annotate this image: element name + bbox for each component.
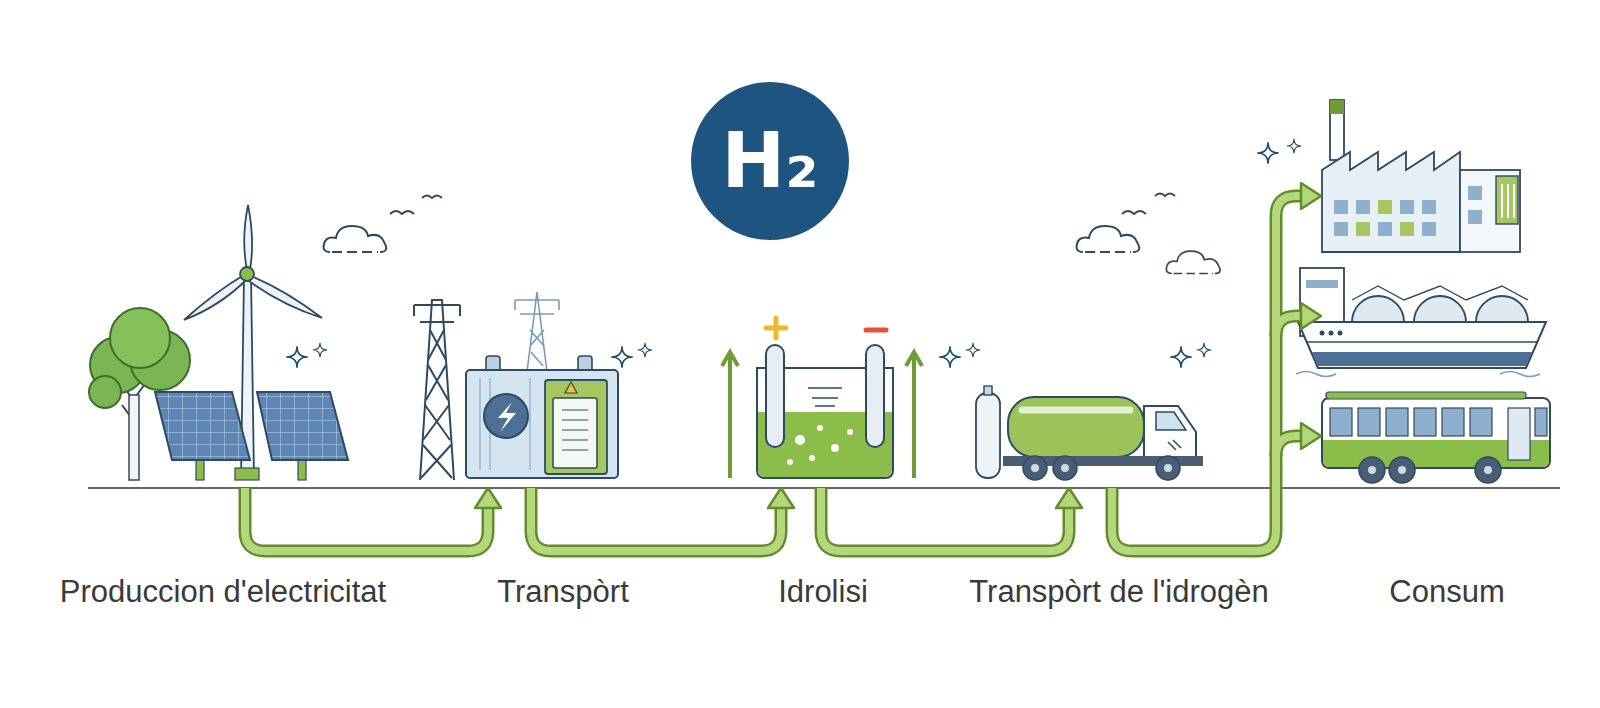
solar-panels (155, 392, 348, 480)
flow-arrow (1112, 196, 1301, 551)
h2-circle: H₂ (691, 82, 849, 240)
stage-area: Consum (1321, 96, 1557, 488)
stage-area: Transpòrt de l'idrogèn (955, 380, 1225, 488)
flow-arrow (1112, 196, 1301, 551)
flow-arrow (1276, 316, 1301, 336)
flow-arrow (1276, 436, 1301, 456)
flow-arrow (821, 488, 1069, 551)
flow-arrow (475, 488, 501, 508)
bus (1322, 392, 1550, 483)
flow-arrow (1301, 423, 1321, 449)
cloud (324, 226, 387, 252)
cloud (1166, 251, 1220, 273)
flow-arrow (245, 488, 488, 551)
stage-label: Idrolisi (778, 574, 868, 610)
cloud (1077, 226, 1140, 252)
flow-arrow (531, 488, 781, 551)
stage-label: Produccion d'electricitat (60, 574, 386, 610)
flow-arrow (1301, 183, 1321, 209)
transformer (466, 356, 618, 478)
flow-arrow (768, 488, 794, 508)
flow-arrow (531, 488, 781, 551)
factory (1322, 100, 1520, 252)
stage-label: Consum (1389, 574, 1504, 610)
flow-arrow (1056, 488, 1082, 508)
flow-arrow (245, 488, 488, 551)
flow-arrow (1301, 303, 1321, 329)
stage-area: Transpòrt (414, 290, 622, 488)
flow-arrow (1276, 316, 1301, 336)
stage-label: Transpòrt (497, 574, 629, 610)
formula-text: H₂ (722, 123, 819, 199)
stage-label: Transpòrt de l'idrogèn (969, 574, 1268, 610)
electrolyser (722, 318, 922, 478)
lng-ship (1296, 268, 1546, 377)
flow-arrow (1276, 436, 1301, 456)
flow-arrow (821, 488, 1069, 551)
stage-area: Idrolisi (716, 316, 926, 488)
stage-area: Produccion d'electricitat (87, 200, 352, 488)
hydrogen-truck (976, 386, 1203, 480)
